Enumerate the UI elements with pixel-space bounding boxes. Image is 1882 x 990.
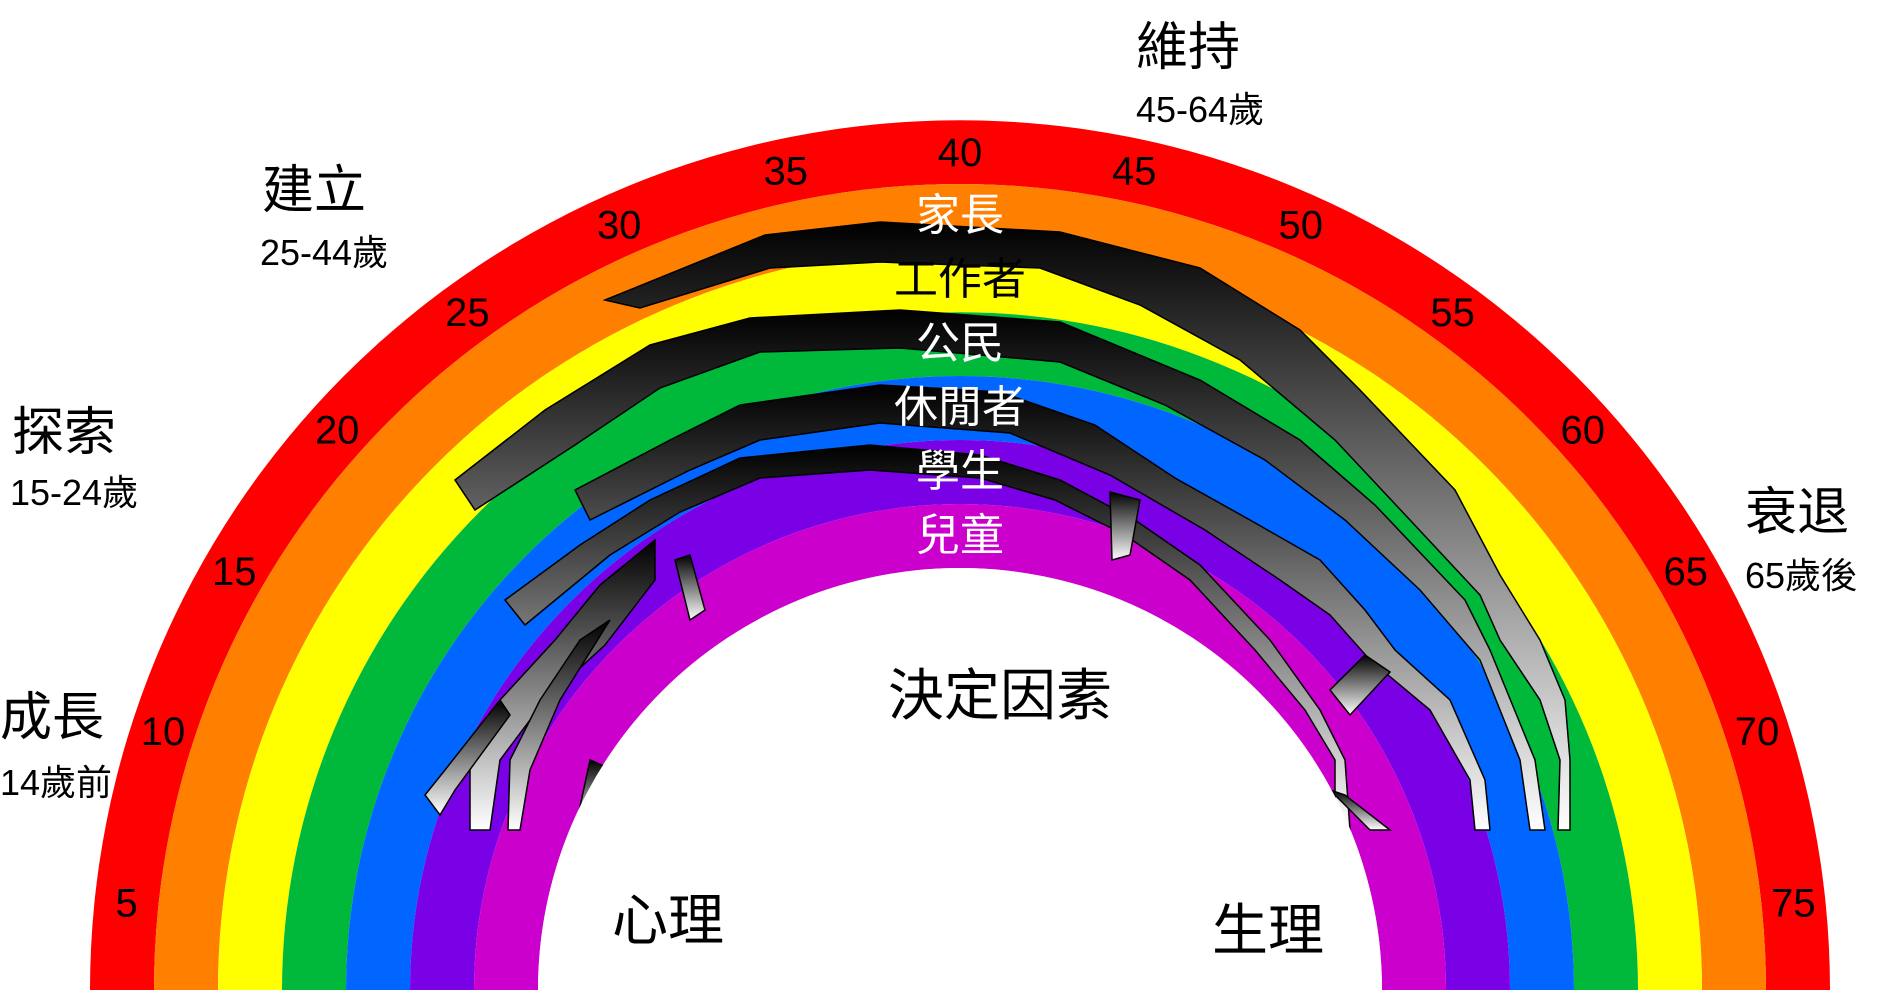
involvement-student-late [1109,491,1141,561]
stage-growth-range: 14歲前 [0,762,112,803]
stage-establishment-range: 25-44歲 [260,232,388,273]
involvement-worker [453,309,1546,831]
involvement-student-mid [674,554,706,622]
involvement-leftlow-1 [424,698,511,817]
stage-maintenance-range: 45-64歲 [1136,89,1264,130]
age-label-75: 75 [1771,881,1816,925]
inner-white-disc [538,568,1382,990]
determinant-physiological: 生理 [1212,899,1324,962]
age-label-15: 15 [212,550,257,594]
role-label-1: 工作者 [894,255,1026,304]
determinants-title: 決定因素 [888,664,1112,727]
determinant-psychological: 心理 [612,889,724,952]
age-label-10: 10 [141,710,186,754]
role-label-3: 休閒者 [894,383,1026,432]
age-label-60: 60 [1561,408,1606,452]
stage-decline-range: 65歲後 [1745,555,1857,596]
role-label-2: 公民 [916,319,1004,368]
age-label-30: 30 [597,203,642,247]
involvement-citizen [574,384,1491,831]
involvement-student-early [469,538,656,831]
role-label-4: 學生 [916,447,1004,496]
age-label-55: 55 [1430,291,1475,335]
role-label-0: 家長 [916,191,1004,240]
age-label-70: 70 [1735,710,1780,754]
stage-growth-title: 成長 [0,689,104,747]
age-label-45: 45 [1112,149,1157,193]
age-label-25: 25 [445,291,490,335]
rainbow-band-6 [474,504,1446,990]
stage-exploration-title: 探索 [12,404,116,462]
age-label-40: 40 [938,131,983,175]
stage-maintenance-title: 維持 [1136,19,1240,77]
inner-disc [538,568,1382,990]
age-label-65: 65 [1663,550,1708,594]
involvement-child-left-1 [507,619,611,831]
determinant-labels: 決定因素 心理 生理 [612,664,1324,962]
involvement-child-right [1329,789,1393,831]
stage-labels: 成長 14歲前 探索 15-24歲 建立 25-44歲 維持 45-64歲 衰退… [0,19,1857,803]
stage-establishment-title: 建立 [262,162,366,220]
age-label-35: 35 [764,149,809,193]
age-label-5: 5 [115,881,137,925]
stage-exploration-range: 15-24歲 [10,472,138,513]
involvement-student-later [1328,654,1392,717]
age-labels: 5 10 15 20 25 30 35 40 45 50 55 60 65 70 75 [115,131,1815,925]
age-label-50: 50 [1279,203,1324,247]
stage-decline-title: 衰退 [1745,484,1849,542]
role-label-5: 兒童 [916,511,1004,560]
age-label-20: 20 [315,408,360,452]
involvement-parent [602,221,1571,831]
